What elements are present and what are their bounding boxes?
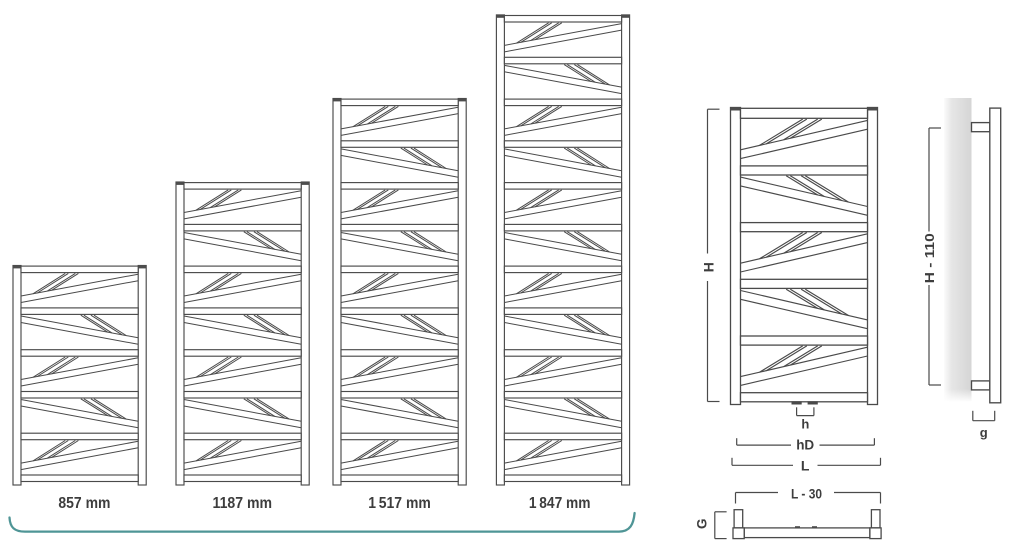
svg-text:1187 mm: 1187 mm — [213, 495, 273, 512]
svg-text:L: L — [801, 457, 810, 473]
svg-text:h: h — [801, 416, 809, 431]
svg-text:H - 110: H - 110 — [923, 233, 937, 283]
svg-text:G: G — [694, 519, 709, 530]
svg-text:857 mm: 857 mm — [58, 495, 110, 512]
svg-text:1 517 mm: 1 517 mm — [368, 495, 431, 512]
svg-text:1 847 mm: 1 847 mm — [529, 495, 591, 512]
svg-text:H: H — [701, 262, 717, 272]
svg-text:L - 30: L - 30 — [791, 486, 822, 501]
svg-text:hD: hD — [796, 438, 814, 453]
svg-text:g: g — [980, 425, 988, 440]
